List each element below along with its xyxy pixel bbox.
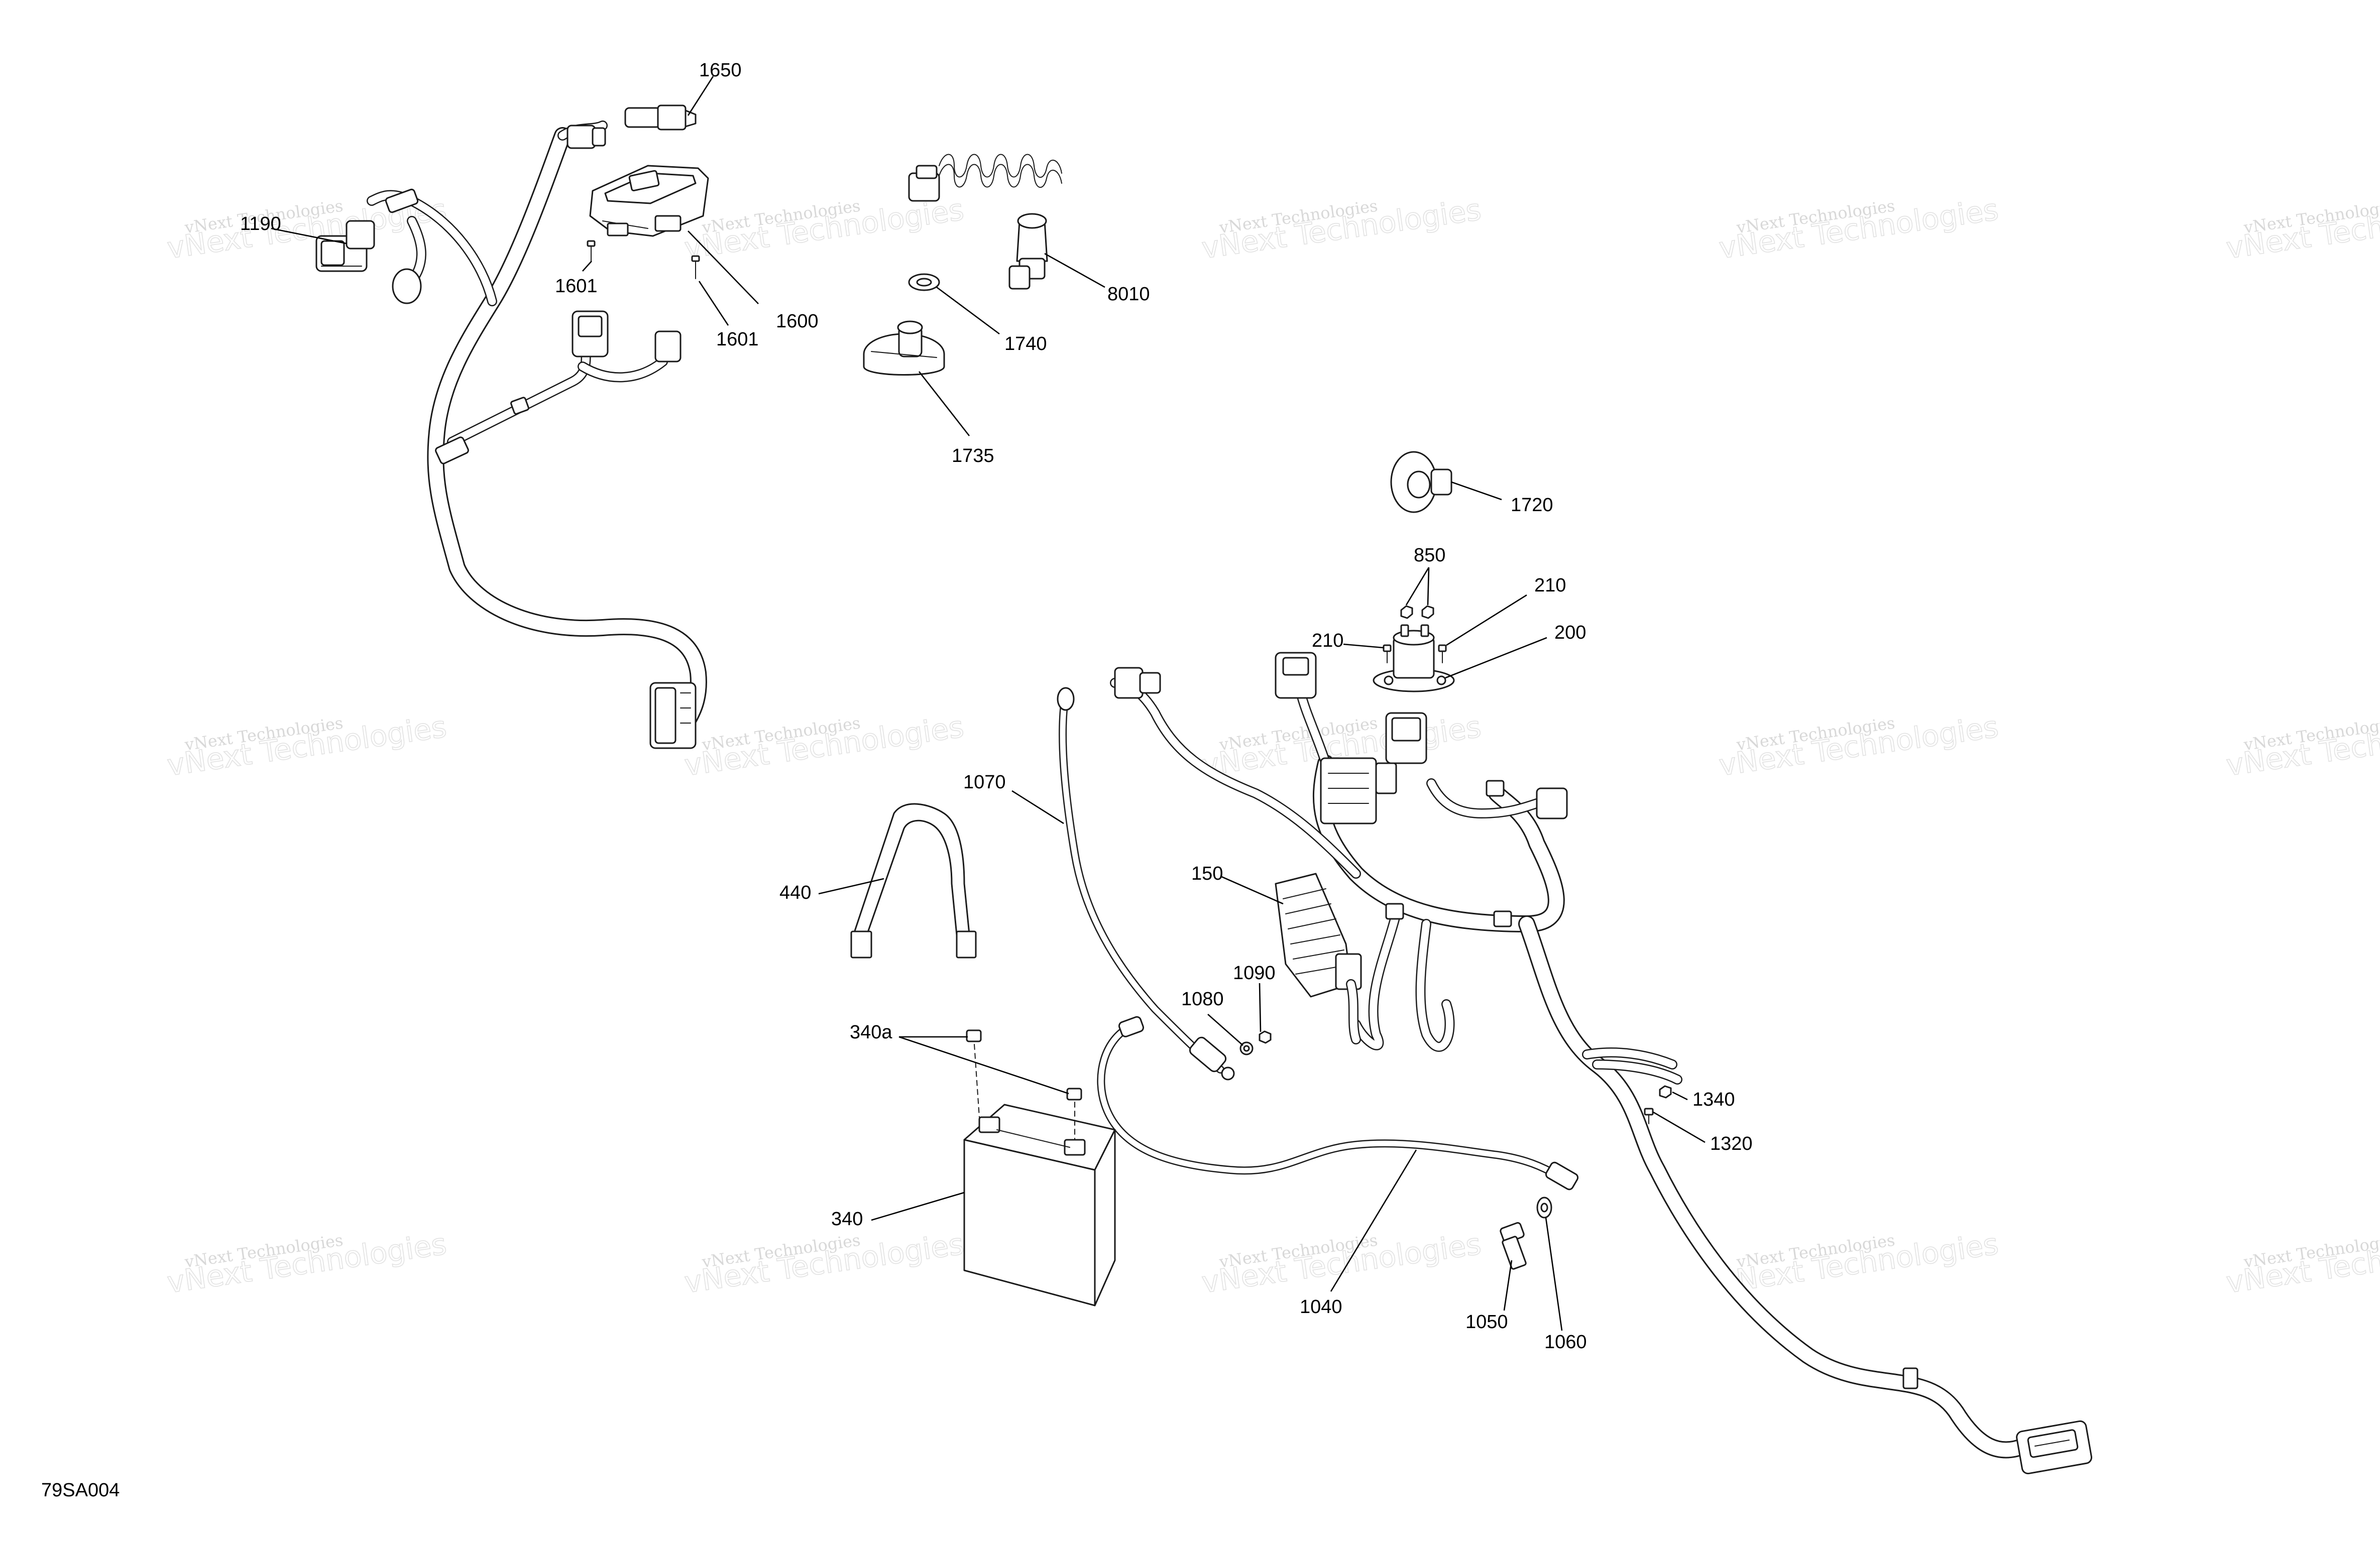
harness-connector xyxy=(572,310,609,358)
callout-1320: 1320 xyxy=(1710,1133,1753,1154)
nut-1080 xyxy=(1239,1041,1254,1055)
screw-1601 xyxy=(691,255,700,279)
callout-1740: 1740 xyxy=(1004,333,1047,354)
screw-1320 xyxy=(1644,1108,1654,1124)
harness-connector xyxy=(566,125,606,149)
washer-1090 xyxy=(1259,1030,1272,1044)
cap-1720 xyxy=(1390,451,1452,513)
callout-440: 440 xyxy=(779,882,811,903)
relay-200 xyxy=(1373,624,1455,692)
nut-850 xyxy=(1400,605,1434,619)
callout-1720: 1720 xyxy=(1511,495,1553,516)
harness-connector xyxy=(649,682,697,749)
harness-connector xyxy=(2016,1420,2093,1475)
harness-connector xyxy=(654,330,682,363)
switch-1735 xyxy=(863,320,945,376)
callout-1080: 1080 xyxy=(1181,989,1224,1010)
callout-210: 210 xyxy=(1534,575,1566,596)
callout-150: 150 xyxy=(1191,863,1223,884)
callout-8010: 8010 xyxy=(1107,284,1150,305)
voltage-regulator-150 xyxy=(1275,873,1362,1044)
battery-cable-1070 xyxy=(1057,687,1235,1081)
callout-200: 200 xyxy=(1554,622,1586,643)
callout-1190: 1190 xyxy=(240,213,281,234)
figure-code: 79SA004 xyxy=(41,1480,120,1501)
callout-1340: 1340 xyxy=(1692,1089,1735,1110)
sensor-1650 xyxy=(624,104,697,131)
harness-connector xyxy=(1385,712,1427,764)
harness-connector xyxy=(1536,787,1568,819)
harness-connector xyxy=(1114,667,1161,699)
fuse-box xyxy=(1320,757,1397,824)
callout-1050: 1050 xyxy=(1465,1312,1508,1333)
terminal-bolt-340a xyxy=(966,1029,1082,1140)
battery-cable-1040 xyxy=(1097,1016,1579,1191)
callout-1601: 1601 xyxy=(555,276,598,297)
screw-210 xyxy=(1383,644,1447,663)
callout-1601: 1601 xyxy=(716,329,759,350)
instrument-cluster-1600 xyxy=(589,165,709,237)
callout-1650: 1650 xyxy=(699,60,742,81)
leader-lines xyxy=(271,76,1706,1331)
callout-1070: 1070 xyxy=(963,772,1006,793)
dess-key-8010 xyxy=(908,154,1062,290)
callout-1040: 1040 xyxy=(1300,1296,1342,1318)
battery-340 xyxy=(963,1104,1116,1307)
harness-connector xyxy=(1275,652,1317,699)
callout-1090: 1090 xyxy=(1233,963,1276,984)
ring-1740 xyxy=(908,273,940,291)
callout-340: 340 xyxy=(831,1209,863,1230)
callout-labels: 1650 1190 1601 1600 1601 8010 1740 1735 … xyxy=(41,60,1753,1501)
bolt-1050 xyxy=(1500,1222,1527,1270)
washer-1060 xyxy=(1536,1197,1552,1219)
connector-cluster xyxy=(315,188,422,304)
callout-210: 210 xyxy=(1312,630,1343,651)
callout-1060: 1060 xyxy=(1544,1332,1587,1353)
callout-1735: 1735 xyxy=(952,445,994,466)
callout-850: 850 xyxy=(1414,545,1445,566)
screw-1601 xyxy=(587,240,596,262)
callout-1600: 1600 xyxy=(776,311,819,332)
front-wiring-harness xyxy=(315,121,707,749)
callout-340a: 340a xyxy=(850,1022,892,1043)
main-wiring-harness xyxy=(1110,652,2093,1475)
battery-strap-440 xyxy=(850,803,977,959)
nut-1340 xyxy=(1659,1085,1672,1099)
